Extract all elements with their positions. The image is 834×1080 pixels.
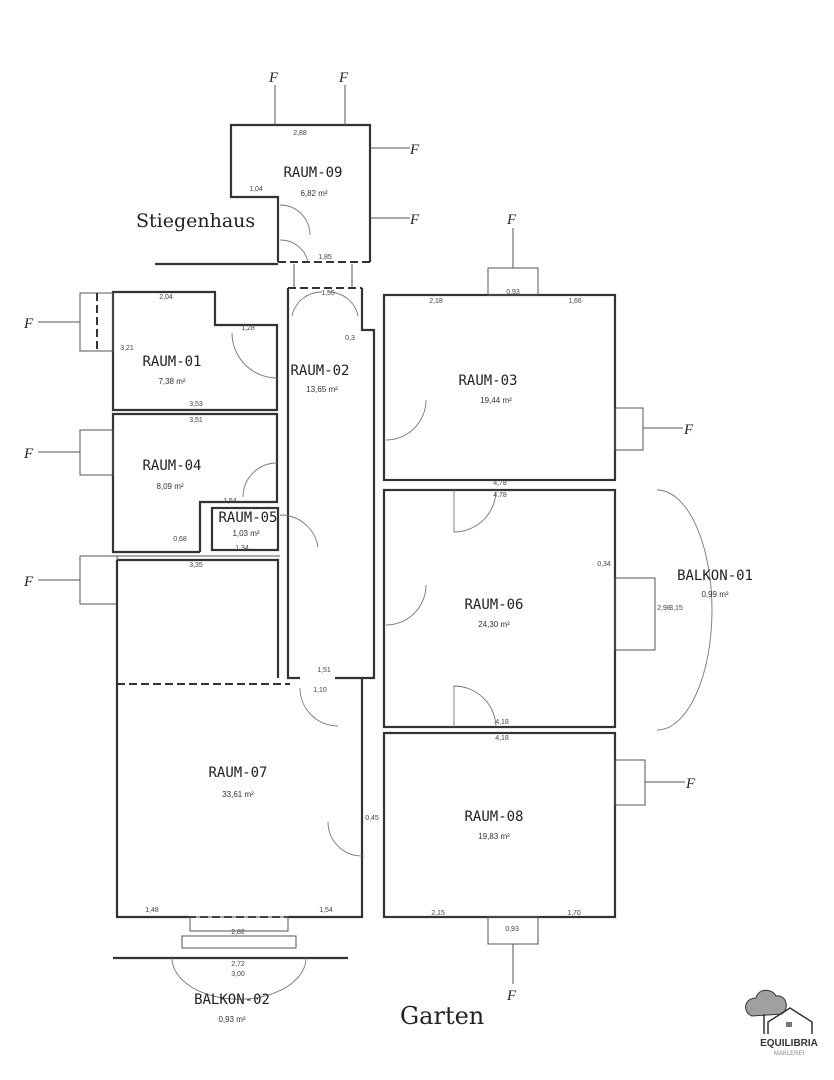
room-raum-02: RAUM-02 13,65 m² (286, 287, 376, 680)
stiegenhaus-label: Stiegenhaus (136, 210, 255, 232)
room-label: RAUM-01 (142, 354, 201, 370)
room-label: RAUM-06 (464, 597, 523, 613)
logo-sub: MAKLEREI (774, 1051, 805, 1057)
room-area: 6,82 m² (300, 189, 327, 198)
room-raum-04: RAUM-04 8,09 m² (79, 412, 279, 554)
dimension-label: 1,66 (568, 298, 582, 305)
dimension-label: 1,34 (235, 545, 249, 552)
room-label: RAUM-05 (218, 510, 277, 526)
room-raum-03: RAUM-03 19,44 m² (382, 267, 644, 482)
dimension-label: 0,93 (505, 926, 519, 933)
dimension-label: 1,04 (249, 186, 263, 193)
f-marker: F (506, 212, 517, 228)
dimension-labels: 2,88 1,04 1,85 1,55 2,04 1,28 3,21 3,53 … (120, 130, 683, 978)
dimension-label: 2,88 (293, 130, 307, 137)
dimension-label: 3,21 (120, 345, 134, 352)
dimension-label: 1,51 (317, 667, 331, 674)
dimension-label: 1,48 (145, 907, 159, 914)
dimension-label: 0,68 (173, 536, 187, 543)
dimension-label: 0,45 (365, 815, 379, 822)
dimension-label: 4,78 (493, 480, 507, 487)
room-area: 19,44 m² (480, 396, 512, 405)
f-marker: F (506, 988, 517, 1004)
f-marker: F (409, 212, 420, 228)
room-label: RAUM-08 (464, 809, 523, 825)
dimension-label: 4,18 (495, 735, 509, 742)
dimension-label: 1,10 (313, 687, 327, 694)
room-area: 8,09 m² (156, 482, 183, 491)
f-marker: F (338, 70, 349, 86)
dimension-label: 4,18 (495, 719, 509, 726)
balkon-01-label: BALKON-01 (677, 568, 753, 584)
room-raum-07: RAUM-07 33,61 m² (79, 555, 364, 919)
dimension-label: 1,54 (319, 907, 333, 914)
dimension-label: 1,70 (567, 910, 581, 917)
f-markers: F F F F F F F F F F F (23, 70, 696, 1004)
f-marker: F (409, 142, 420, 158)
balkon-02: BALKON-02 0,93 m² (113, 916, 348, 1024)
dimension-label: 2,98 (657, 605, 671, 612)
room-raum-08: RAUM-08 19,83 m² (382, 731, 646, 945)
room-raum-09: RAUM-09 6,82 m² (229, 123, 372, 263)
room-area: 24,30 m² (478, 620, 510, 629)
dimension-label: 0,93 (506, 289, 520, 296)
room-raum-01: RAUM-01 7,38 m² (79, 290, 279, 412)
dimension-label: 4,78 (493, 492, 507, 499)
f-marker: F (683, 422, 694, 438)
equilibria-logo: EQUILIBRIA MAKLEREI (745, 989, 818, 1057)
f-marker: F (23, 316, 34, 332)
dimension-label: 2,82 (231, 929, 245, 936)
f-marker: F (685, 776, 696, 792)
dimension-label: 3,15 (669, 605, 683, 612)
room-area: 33,61 m² (222, 790, 254, 799)
logo-name: EQUILIBRIA (760, 1038, 818, 1049)
room-raum-06: RAUM-06 24,30 m² (382, 488, 713, 731)
dimension-label: 1,54 (223, 498, 237, 505)
room-area: 13,65 m² (306, 385, 338, 394)
room-label: RAUM-03 (458, 373, 517, 389)
dimension-label: 1,28 (241, 325, 255, 332)
dimension-label: 2,04 (159, 294, 173, 301)
balkon-01-area: 0,99 m² (701, 590, 728, 599)
dimension-label: 3,51 (189, 417, 203, 424)
room-area: 7,38 m² (158, 377, 185, 386)
f-marker: F (23, 446, 34, 462)
dimension-label: 2,15 (431, 910, 445, 917)
dimension-label: 0,3 (345, 335, 355, 342)
room-label: RAUM-07 (208, 765, 267, 781)
dimension-label: 1,55 (321, 290, 335, 297)
dimension-label: 2,72 (231, 961, 245, 968)
dimension-label: 3,35 (189, 562, 203, 569)
room-area: 19,83 m² (478, 832, 510, 841)
dimension-label: 3,53 (189, 401, 203, 408)
dimension-label: 0,34 (597, 561, 611, 568)
dimension-label: 1,85 (318, 254, 332, 261)
room-raum-05: RAUM-05 1,03 m² (210, 506, 319, 552)
dimension-label: 3,00 (231, 971, 245, 978)
room-label: RAUM-04 (142, 458, 201, 474)
room-area: 1,03 m² (232, 529, 259, 538)
room-label: RAUM-02 (290, 363, 349, 379)
f-marker: F (268, 70, 279, 86)
room-label: RAUM-09 (283, 165, 342, 181)
room-area: 0,93 m² (218, 1015, 245, 1024)
dimension-label: 2,18 (429, 298, 443, 305)
room-label: BALKON-02 (194, 992, 270, 1008)
garten-label: Garten (400, 1002, 484, 1030)
f-marker: F (23, 574, 34, 590)
